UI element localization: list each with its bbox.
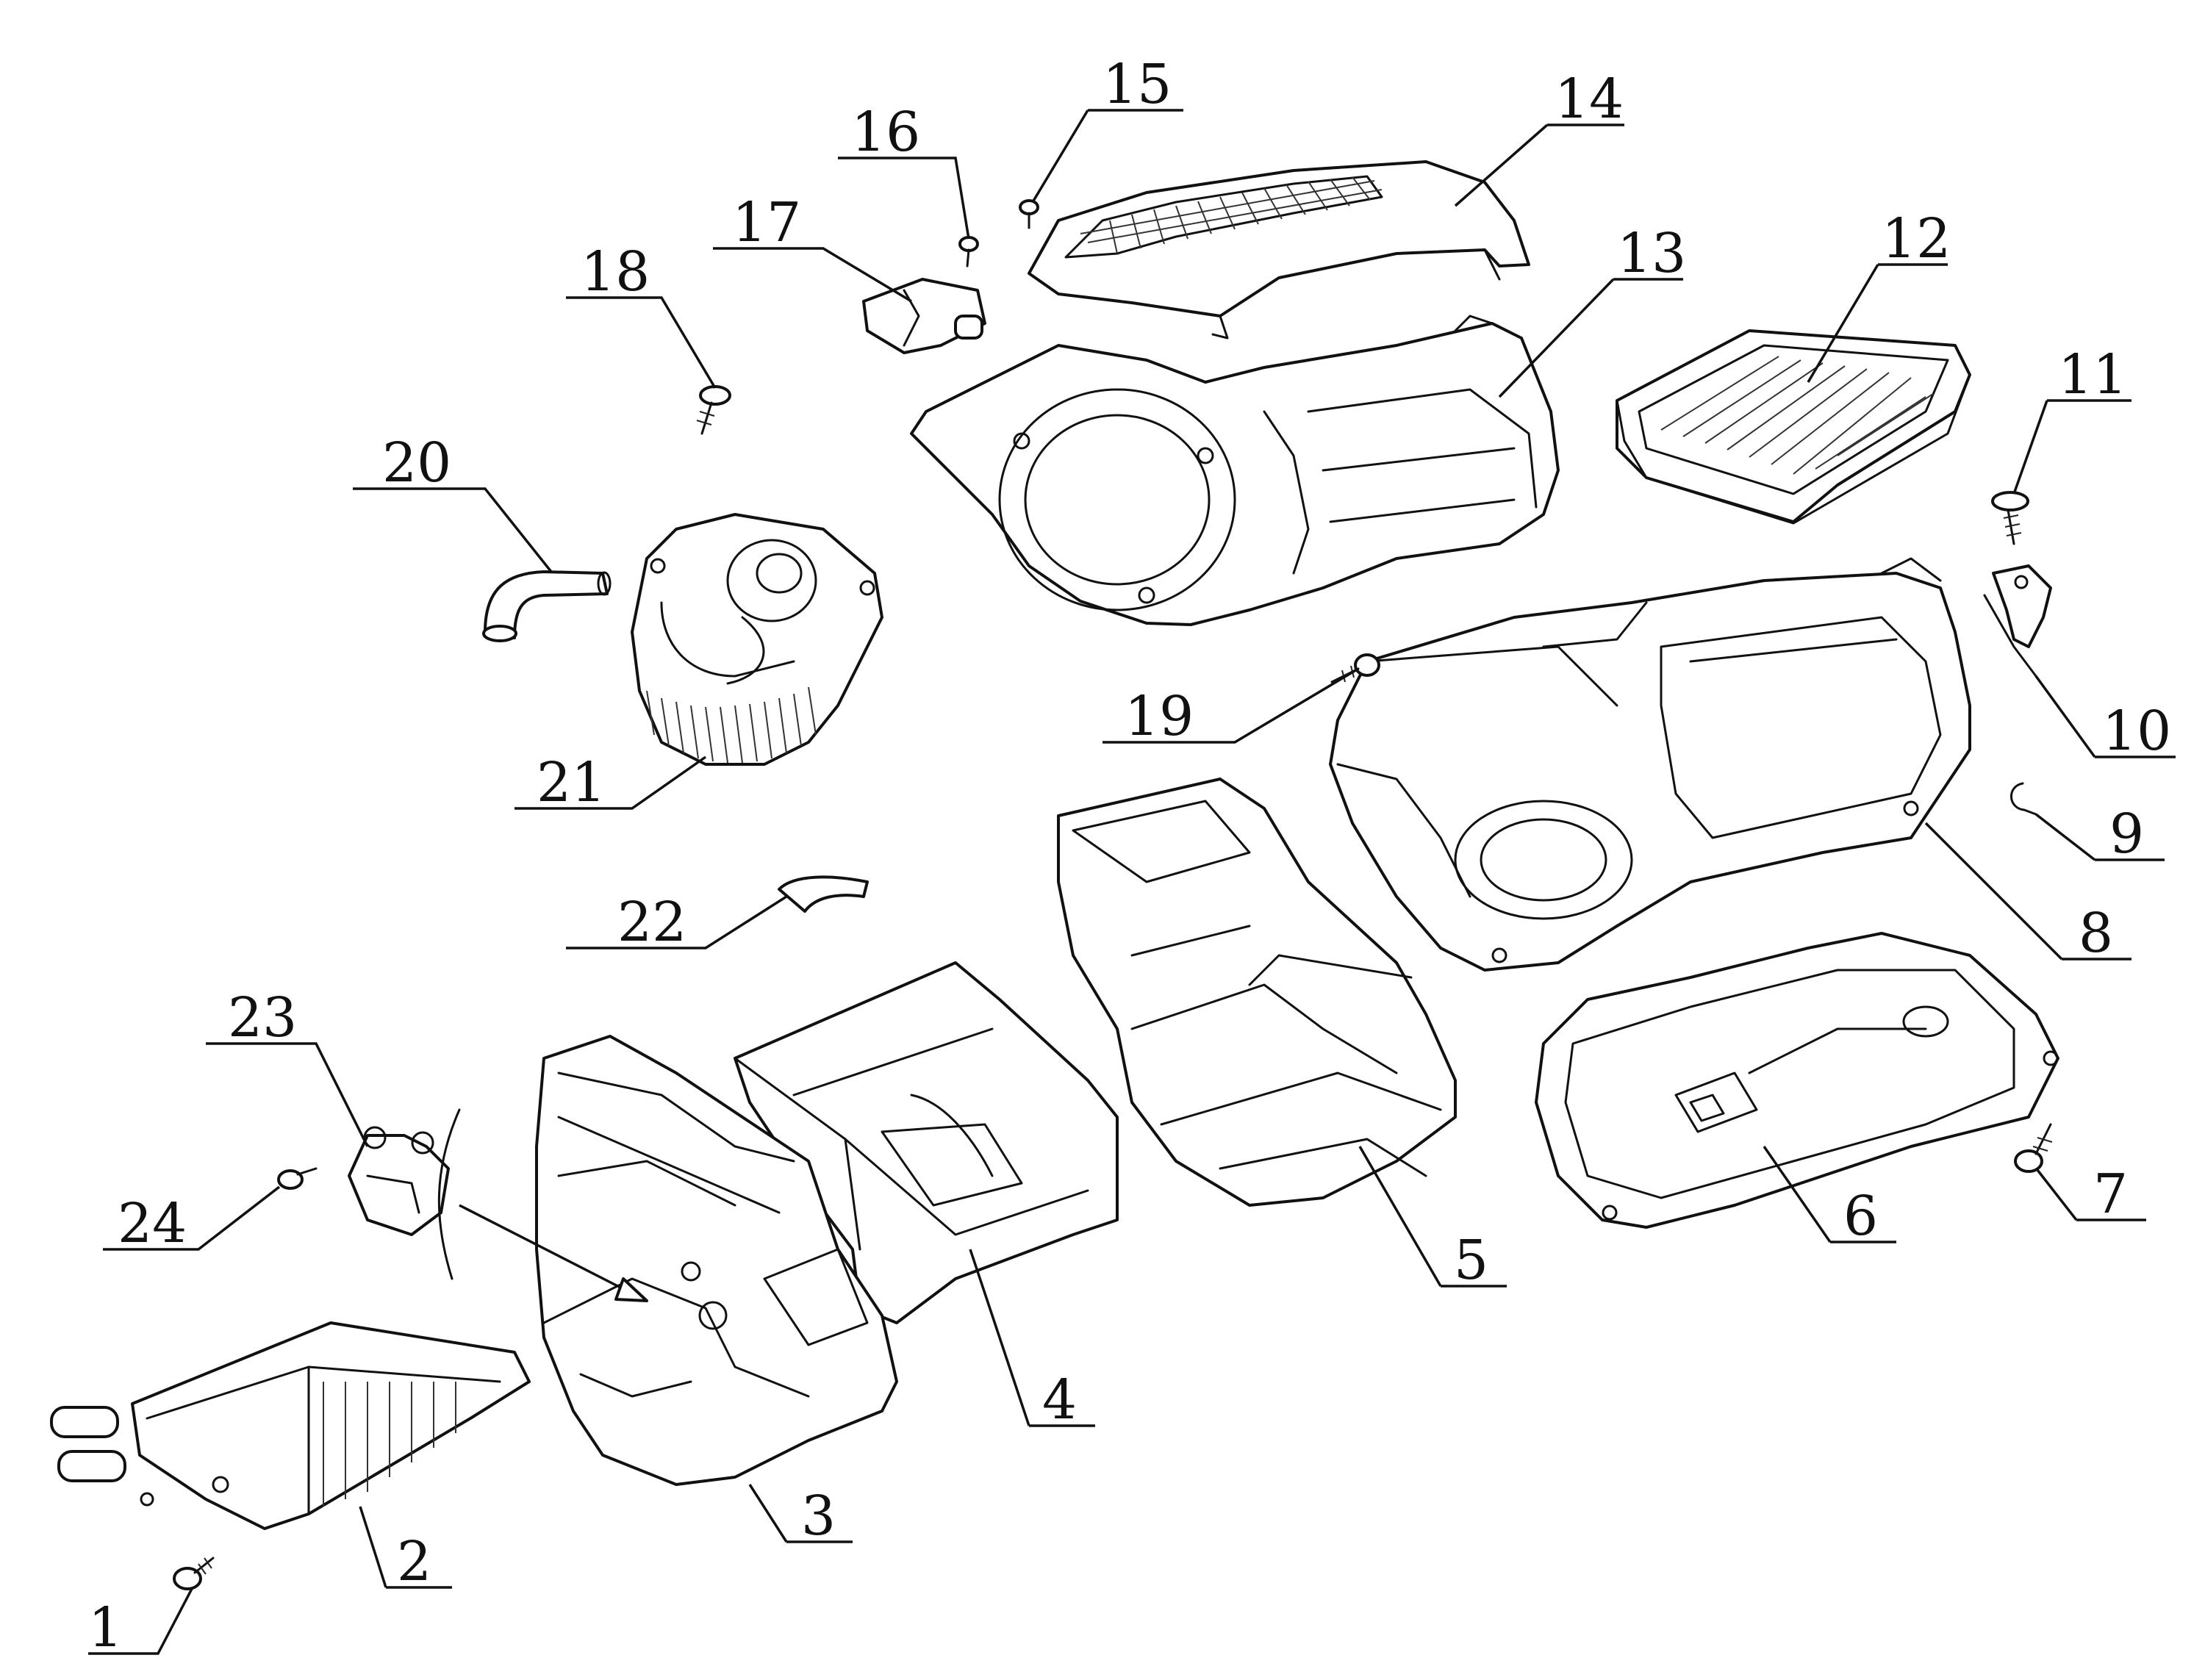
callout-16: 16 bbox=[851, 101, 920, 164]
part-13-upper-housing bbox=[910, 315, 1560, 626]
part-24-screw bbox=[277, 1167, 318, 1190]
callout-21: 21 bbox=[537, 751, 606, 814]
callout-23: 23 bbox=[228, 986, 297, 1049]
callout-4: 4 bbox=[1042, 1368, 1077, 1432]
callout-2: 2 bbox=[397, 1530, 431, 1593]
part-20-hose bbox=[482, 570, 612, 642]
callout-8: 8 bbox=[2079, 902, 2113, 965]
part-21-blower-motor bbox=[631, 513, 883, 766]
part-23-actuator bbox=[348, 1108, 461, 1280]
part-15-screw bbox=[1019, 199, 1039, 229]
callout-9: 9 bbox=[2109, 803, 2144, 866]
callout-6: 6 bbox=[1843, 1185, 1878, 1248]
part-22-clip bbox=[778, 875, 869, 913]
callout-14: 14 bbox=[1555, 68, 1624, 131]
callout-20: 20 bbox=[382, 431, 451, 495]
part-17-resistor bbox=[862, 278, 986, 354]
callout-5: 5 bbox=[1454, 1229, 1488, 1292]
part-18-screw bbox=[696, 385, 731, 435]
part-12-cabin-filter bbox=[1616, 329, 1971, 525]
part-14-top-cover bbox=[1028, 160, 1530, 340]
callout-13: 13 bbox=[1617, 222, 1686, 285]
callout-7: 7 bbox=[2093, 1163, 2128, 1226]
callout-15: 15 bbox=[1102, 53, 1172, 116]
part-6-lower-cover bbox=[1535, 932, 2059, 1229]
callout-24: 24 bbox=[118, 1192, 187, 1255]
leader-lines bbox=[88, 109, 2176, 1655]
callout-10: 10 bbox=[2102, 700, 2171, 763]
part-7-screw bbox=[2014, 1123, 2053, 1173]
callout-3: 3 bbox=[801, 1485, 836, 1548]
callout-22: 22 bbox=[617, 891, 686, 954]
callout-12: 12 bbox=[1882, 207, 1951, 270]
callout-labels: 1 2 3 4 5 6 7 8 9 10 11 12 13 14 15 16 1… bbox=[88, 53, 2171, 1659]
part-1-screw bbox=[173, 1557, 215, 1590]
part-8-main-housing bbox=[1329, 557, 1971, 972]
part-10-bracket bbox=[1983, 564, 2052, 678]
part-4-evaporator bbox=[734, 961, 1119, 1324]
part-3-heater-housing bbox=[535, 1035, 898, 1486]
callout-18: 18 bbox=[581, 240, 650, 304]
callout-19: 19 bbox=[1125, 685, 1194, 748]
callout-17: 17 bbox=[732, 191, 801, 254]
part-11-screw bbox=[1991, 491, 2029, 545]
callout-11: 11 bbox=[2058, 343, 2127, 406]
part-9-clip bbox=[2010, 782, 2037, 816]
part-16-screw bbox=[958, 236, 979, 268]
part-2-heater-core bbox=[50, 1321, 531, 1530]
part-5-distribution-duct bbox=[1057, 778, 1457, 1207]
callout-1: 1 bbox=[88, 1596, 123, 1659]
